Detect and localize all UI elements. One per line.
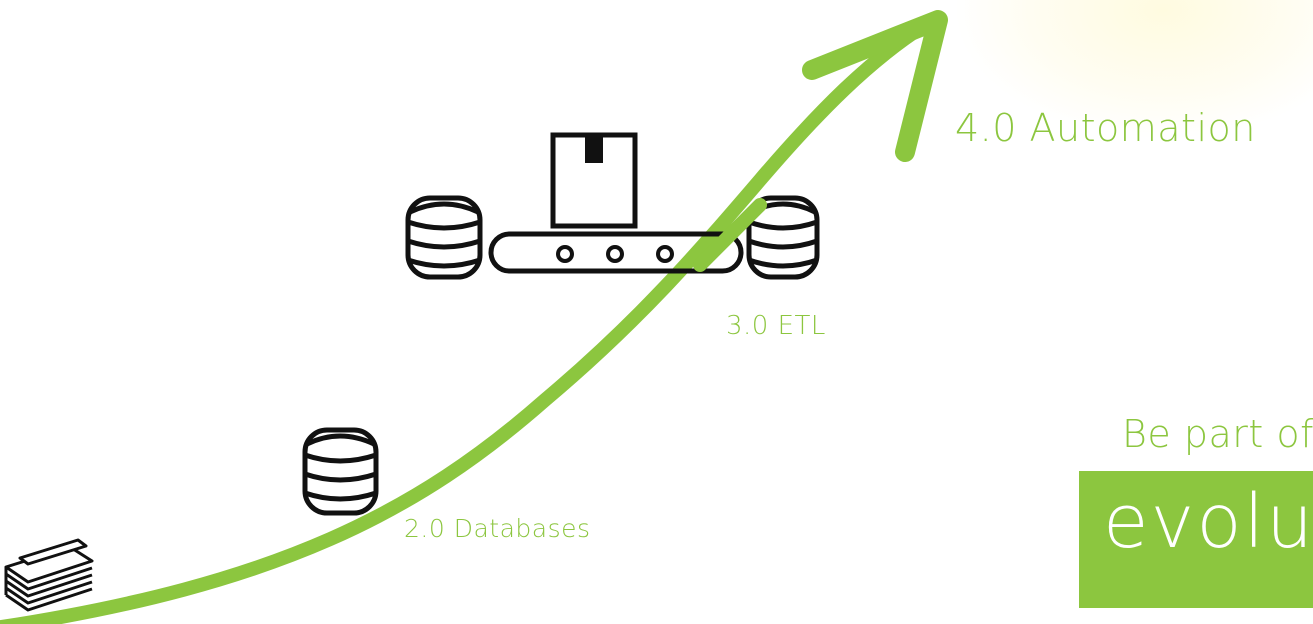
- conveyor-belt-icon: [488, 231, 744, 274]
- tagline: Be part of: [1122, 412, 1313, 456]
- evolution-highlight-text: evolu: [1103, 479, 1313, 565]
- paper-stack-icon: [4, 538, 94, 612]
- box-icon: [550, 132, 638, 229]
- automation-label: 4.0 Automation: [955, 106, 1256, 150]
- evolution-highlight-box: evolu: [1079, 471, 1313, 608]
- databases-label: 2.0 Databases: [404, 514, 591, 543]
- etl-label: 3.0 ETL: [726, 311, 826, 341]
- etl-group: [405, 132, 820, 280]
- growth-arrow-icon: [0, 10, 948, 624]
- database-icon: [302, 427, 379, 516]
- database-icon: [405, 195, 483, 280]
